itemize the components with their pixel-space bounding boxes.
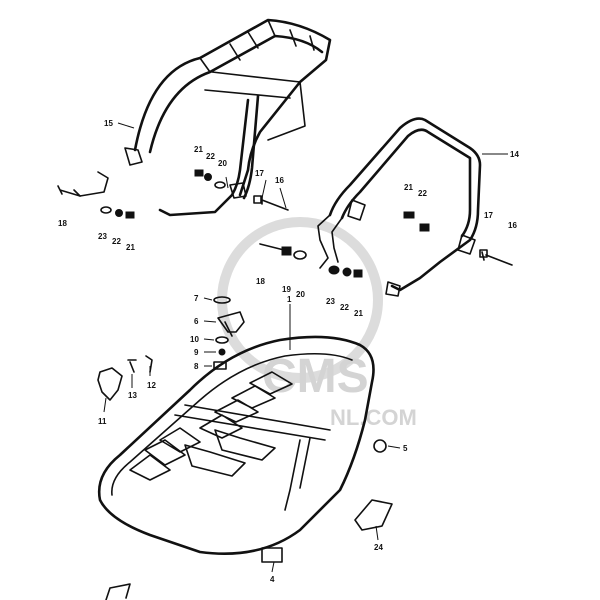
callout-24: 24 xyxy=(374,543,383,552)
callout-19: 19 xyxy=(282,285,291,294)
callout-21-middle: 21 xyxy=(354,309,363,318)
washer-10 xyxy=(215,336,229,344)
washer-23a xyxy=(100,206,112,214)
leader-lines xyxy=(103,122,508,573)
callout-16-right: 16 xyxy=(508,221,517,230)
corner-part xyxy=(105,583,131,600)
bolt-18a xyxy=(57,185,81,197)
cushion-4 xyxy=(261,547,283,563)
washer-20b xyxy=(293,250,307,260)
callout-23-middle: 23 xyxy=(326,297,335,306)
callout-20-upper-left: 20 xyxy=(218,159,227,168)
nut-21b xyxy=(125,211,135,219)
nut-8 xyxy=(213,361,227,370)
callout-21-right: 21 xyxy=(404,183,413,192)
bolt-18b xyxy=(259,243,285,251)
nut-21c xyxy=(403,211,415,219)
grab-rail xyxy=(317,117,482,297)
callout-16-upper: 16 xyxy=(275,176,284,185)
callout-13: 13 xyxy=(128,391,137,400)
callout-6: 6 xyxy=(194,317,199,326)
callout-17-right: 17 xyxy=(484,211,493,220)
nut-21a xyxy=(194,169,204,177)
callout-15: 15 xyxy=(104,119,113,128)
washer-23b xyxy=(328,265,340,275)
nut-17b xyxy=(479,249,488,258)
callout-18-middle: 18 xyxy=(256,277,265,286)
callout-22-right: 22 xyxy=(418,189,427,198)
watermark-text-2: NL.COM xyxy=(330,405,417,430)
callout-18-left: 18 xyxy=(58,219,67,228)
washer-22a xyxy=(204,173,212,181)
hardware xyxy=(57,169,513,600)
callout-21-upper-left: 21 xyxy=(194,145,203,154)
clip-5 xyxy=(373,439,387,453)
washer-9 xyxy=(218,348,226,356)
callout-22-left: 22 xyxy=(112,237,121,246)
callout-20-middle: 20 xyxy=(296,290,305,299)
callout-21-left: 21 xyxy=(126,243,135,252)
watermark: CMS NL.COM xyxy=(217,217,417,430)
bracket-24 xyxy=(354,499,393,531)
callout-17-upper: 17 xyxy=(255,169,264,178)
callout-5: 5 xyxy=(403,444,408,453)
callout-11: 11 xyxy=(98,417,107,426)
callout-22-middle: 22 xyxy=(340,303,349,312)
callout-7: 7 xyxy=(194,294,199,303)
callout-8: 8 xyxy=(194,362,199,371)
washer-22b xyxy=(115,209,123,217)
callout-labels: 15 14 21 22 20 17 16 18 23 22 21 21 22 1… xyxy=(58,119,519,584)
callout-22-upper-left: 22 xyxy=(206,152,215,161)
nut-22c xyxy=(419,223,430,232)
nut-17a xyxy=(253,195,262,204)
callout-23-left: 23 xyxy=(98,232,107,241)
cushion-7 xyxy=(213,296,231,304)
spring-12 xyxy=(145,355,153,373)
bolt-16b xyxy=(481,251,513,266)
nut-21d xyxy=(353,269,363,278)
bracket-6 xyxy=(217,311,245,337)
seat-lock-11 xyxy=(97,367,123,401)
pin-13 xyxy=(127,359,137,373)
nut-19 xyxy=(281,246,292,256)
callout-9: 9 xyxy=(194,348,199,357)
callout-12: 12 xyxy=(147,381,156,390)
seat xyxy=(97,335,375,555)
callout-14: 14 xyxy=(510,150,519,159)
washer-20a xyxy=(214,181,226,189)
callout-10: 10 xyxy=(190,335,199,344)
rear-carrier-rack xyxy=(73,18,332,217)
callout-4: 4 xyxy=(270,575,275,584)
callout-1: 1 xyxy=(287,295,292,304)
washer-22d xyxy=(342,267,352,277)
